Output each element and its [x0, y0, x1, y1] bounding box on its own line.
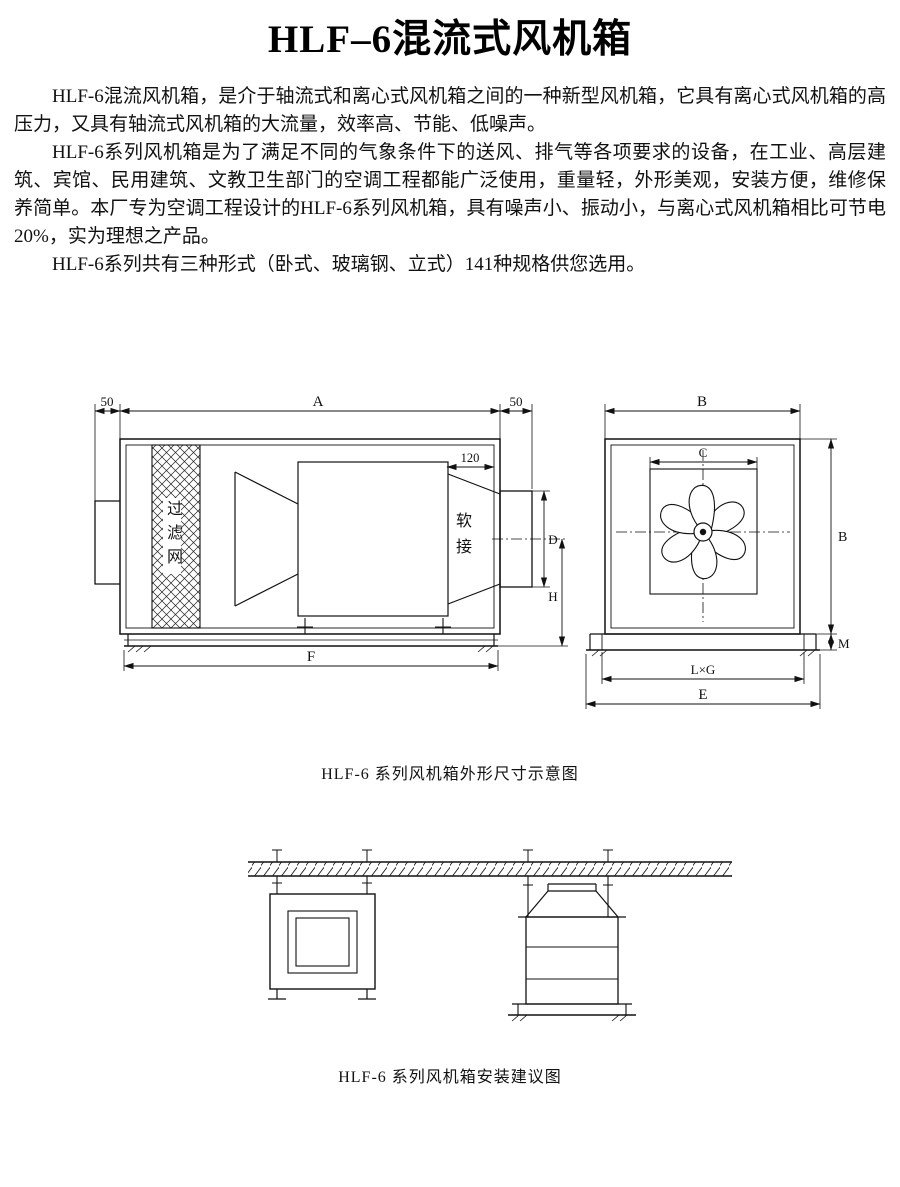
figure-caption-dimensions: HLF-6 系列风机箱外形尺寸示意图 [321, 765, 579, 783]
dim-label-b-top: B [697, 394, 707, 410]
dimension-drawing-svg: 50 A 50 120 D H F [94, 394, 850, 709]
inlet-cone [234, 471, 299, 607]
installation-drawing [248, 849, 732, 1022]
flex-joint-label: 软接 [452, 509, 470, 566]
dim-label-d: D [548, 532, 557, 547]
dim-label-120: 120 [461, 451, 480, 465]
intro-text: HLF-6混流风机箱，是介于轴流式和离心式风机箱之间的一种新型风机箱，它具有离心… [14, 83, 886, 279]
filter-label: 过滤网 [163, 497, 181, 574]
paragraph-overview: HLF-6混流风机箱，是介于轴流式和离心式风机箱之间的一种新型风机箱，它具有离心… [14, 85, 886, 135]
figure-installation-drawing [0, 839, 900, 1049]
ceiling-slab [248, 861, 732, 877]
vibration-mounts [297, 617, 451, 634]
dim-label-50-left: 50 [101, 394, 114, 409]
paragraph-applications: HLF-6系列风机箱是为了满足不同的气象条件下的送风、排气等各项要求的设备，在工… [14, 141, 886, 247]
front-view: B C B M L×G E [585, 394, 850, 709]
outlet-cone [447, 473, 501, 605]
page-root: HLF–6混流式风机箱 HLF-6混流风机箱，是介于轴流式和离心式风机箱之间的一… [0, 18, 900, 1187]
unit-feet [268, 988, 376, 1000]
fan-housing [297, 461, 449, 617]
vertical-unit [508, 875, 636, 1022]
vertical-unit-base [508, 1003, 636, 1022]
page-title: HLF–6混流式风机箱 [267, 18, 633, 61]
fan-impeller [660, 484, 746, 580]
fan-shaft [699, 528, 707, 536]
front-casing [586, 438, 820, 657]
dim-label-f: F [307, 649, 315, 665]
dim-label-a: A [313, 394, 324, 410]
figure-dimension-drawing: 50 A 50 120 D H F [0, 394, 900, 734]
inlet-duct [94, 500, 120, 585]
front-base [586, 633, 820, 657]
front-dimension-lines [585, 407, 835, 707]
side-base [124, 633, 498, 653]
dim-label-b-right: B [838, 530, 847, 545]
installation-drawing-svg [248, 849, 732, 1022]
dim-label-m: M [838, 636, 850, 651]
horizontal-unit [268, 875, 376, 1000]
side-dimension-labels: 50 A 50 120 D H F [101, 394, 558, 665]
paragraph-models: HLF-6系列共有三种形式（卧式、玻璃钢、立式）141种规格供您选用。 [52, 253, 646, 275]
anchor-bolts [272, 849, 613, 862]
dim-label-h: H [548, 589, 557, 604]
dim-label-c: C [699, 445, 708, 460]
dim-label-50-right: 50 [510, 394, 523, 409]
outlet-duct [499, 490, 533, 588]
dim-label-e: E [698, 687, 707, 703]
fan-panel [649, 468, 758, 595]
dim-label-lxg: L×G [691, 662, 716, 677]
front-dimension-labels: B C B M L×G E [691, 394, 850, 703]
inlet-collar [547, 883, 597, 892]
figure-caption-installation: HLF-6 系列风机箱安装建议图 [338, 1068, 562, 1086]
